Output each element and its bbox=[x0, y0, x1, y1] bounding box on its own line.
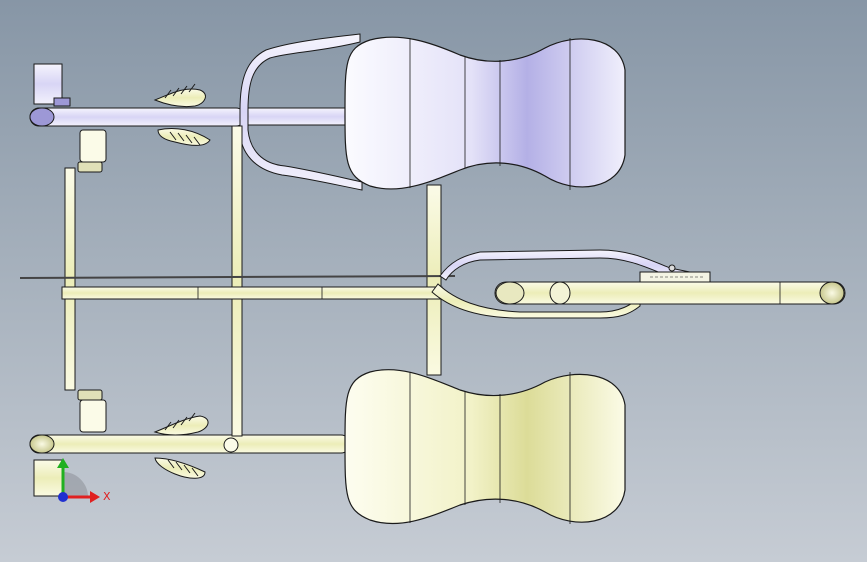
lower-side-rail[interactable] bbox=[29, 434, 351, 454]
long-rod bbox=[19, 275, 456, 279]
spine-joints bbox=[197, 287, 323, 299]
coordinate-triad: X bbox=[57, 458, 111, 503]
y-arrow-head bbox=[57, 458, 69, 468]
upper-spring[interactable] bbox=[153, 83, 211, 146]
front-boom[interactable] bbox=[431, 249, 846, 319]
end-blocks[interactable] bbox=[33, 63, 71, 497]
x-axis-label: X bbox=[103, 490, 111, 503]
lower-spring[interactable] bbox=[153, 412, 209, 479]
z-axis-dot bbox=[58, 492, 68, 502]
triad-plane bbox=[63, 472, 88, 497]
upper-seat[interactable] bbox=[344, 36, 626, 190]
upper-seat-handle[interactable] bbox=[239, 33, 363, 191]
clamp-blocks[interactable] bbox=[77, 129, 107, 433]
lower-seat-seams bbox=[409, 372, 571, 524]
x-arrow-head bbox=[90, 491, 100, 503]
upper-side-rail[interactable] bbox=[29, 107, 351, 127]
lower-seat[interactable] bbox=[344, 369, 626, 525]
upper-seat-seams bbox=[409, 38, 571, 190]
